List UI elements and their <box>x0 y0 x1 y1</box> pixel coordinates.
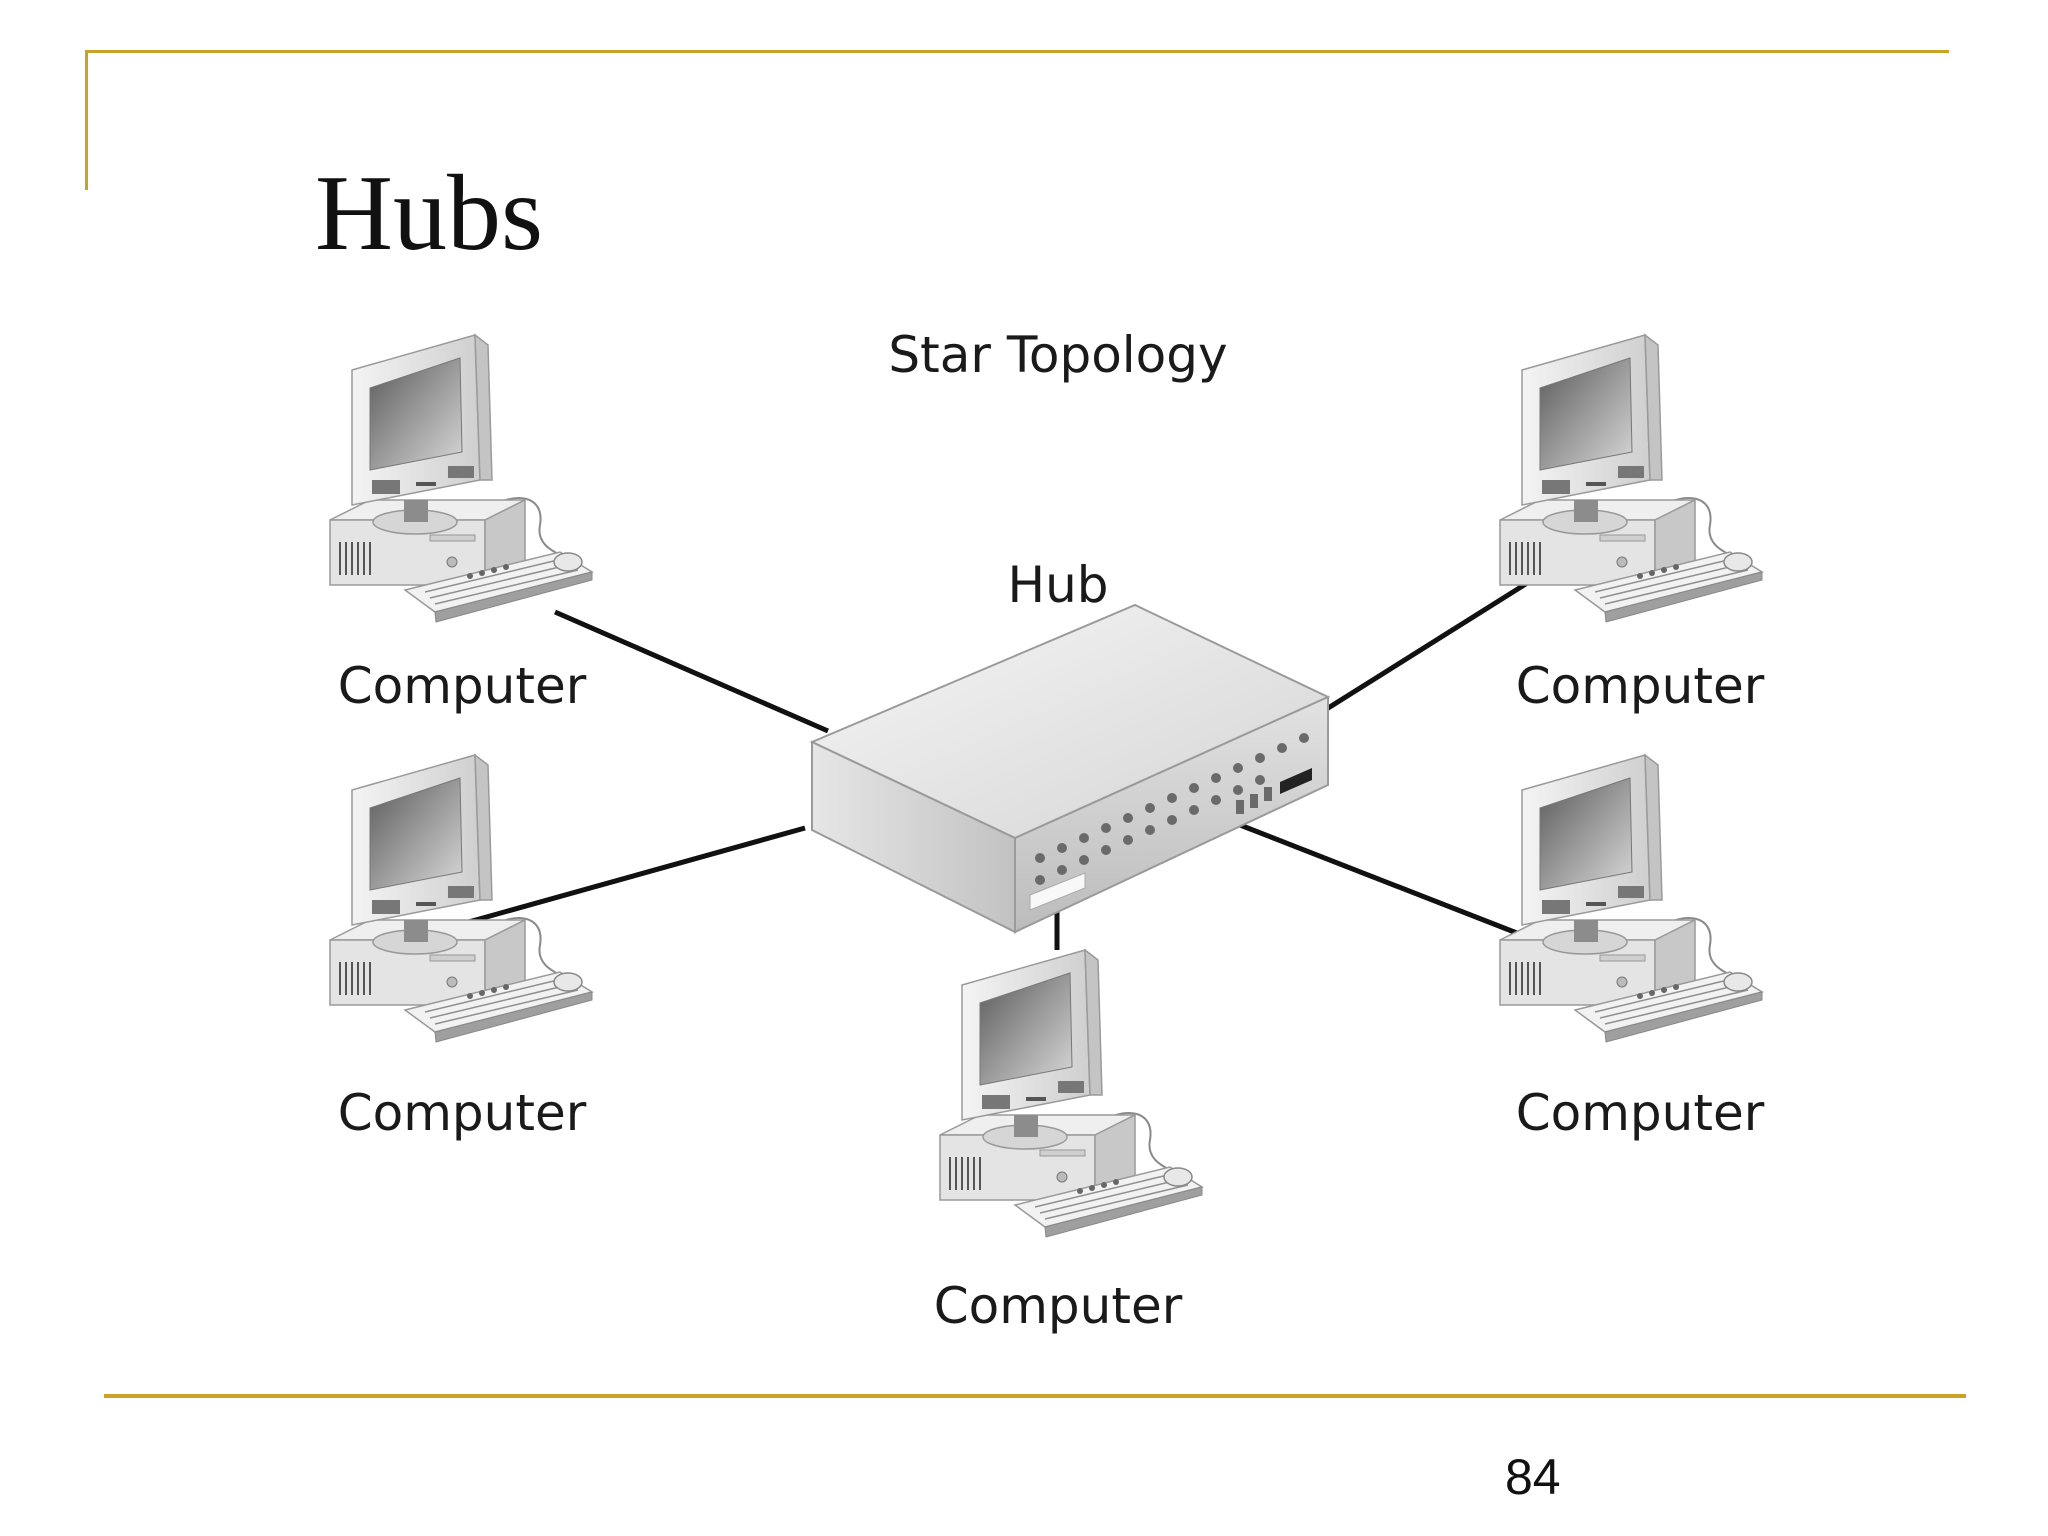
slide-title: Hubs <box>315 154 544 273</box>
page-number: 84 <box>1505 1449 1561 1505</box>
cable-top-right <box>1323 572 1542 713</box>
hub-icon <box>809 603 1331 934</box>
cable-bottom-left <box>464 825 806 926</box>
computer-icon <box>939 949 1203 1238</box>
top-accent-rule <box>85 50 1949 53</box>
computer-icon <box>329 334 593 623</box>
cable-top-left <box>554 609 829 734</box>
computer-label: Computer <box>1516 1084 1765 1142</box>
computer-label: Computer <box>338 1084 587 1142</box>
cable-bottom-right <box>1239 822 1523 938</box>
diagram-title: Star Topology <box>888 326 1227 384</box>
computer-icon <box>1499 754 1763 1043</box>
computer-label: Computer <box>338 657 587 715</box>
computer-icon <box>1499 334 1763 623</box>
computer-label: Computer <box>1516 657 1765 715</box>
left-accent-rule <box>85 50 88 190</box>
bottom-accent-rule <box>104 1394 1966 1398</box>
hub-label: Hub <box>1007 556 1108 614</box>
cable-links <box>464 572 1542 950</box>
computer-label: Computer <box>934 1277 1183 1335</box>
